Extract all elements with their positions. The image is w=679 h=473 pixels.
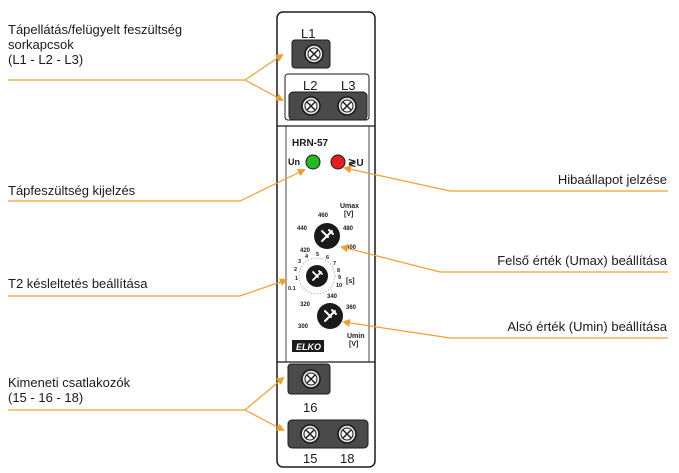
umin-scale-340: 340 [327,294,338,300]
t2-delay-label: T2 késleltetés beállítása [8,276,148,291]
t2-scale-10: 10 [336,283,342,289]
umin-knob[interactable] [317,303,343,329]
screw-18-icon[interactable] [337,424,357,444]
terminal-18-label: 18 [340,451,354,466]
led-fault-label: ≷U [348,158,364,169]
t2-scale-5: 5 [316,252,319,258]
screw-16-icon[interactable] [301,369,321,389]
screw-15-icon[interactable] [300,424,320,444]
callout-t2 [8,278,288,297]
callout-out-15 [244,409,285,431]
supply-terminals-line-1: Tápellátás/felügyelt feszültség [8,22,183,37]
terminal-16-label: 16 [303,400,317,415]
umax-knob[interactable] [314,223,340,249]
upper-value-label: Felső érték (Umax) beállítása [497,253,667,268]
supply-terminals-label: Tápellátás/felügyelt feszültség sorkapcs… [8,22,182,67]
led-un-icon [305,154,321,170]
brand-text: ELKO [296,342,321,352]
callout-l2 [244,79,284,101]
fault-indication-label: Hibaállapot jelzése [557,172,667,187]
umax-scale-600: 600 [346,245,357,251]
led-un-label: Un [288,157,300,167]
callout-umin [342,318,668,339]
t2-scale-8: 8 [337,268,340,274]
supply-terminals-line-2: sorkapcsok [8,37,74,52]
umin-scale-360: 360 [346,305,357,311]
terminal-l3-label: L3 [341,78,355,93]
t2-knob[interactable] [306,265,328,287]
callout-lines [8,53,668,431]
umax-unit-name: Umax [340,203,359,210]
output-terminals-line-1: Kimeneti csatlakozók [8,375,131,390]
model-label: HRN-57 [292,138,329,149]
screw-l1-icon[interactable] [304,44,324,64]
t2-scale-6: 6 [326,255,329,261]
t2-scale-3: 3 [298,259,301,265]
umin-scale-300: 300 [298,324,309,330]
terminal-l1-label: L1 [301,26,315,41]
t2-scale-1: 1 [295,276,298,282]
callout-un [8,169,306,202]
callout-umax [340,244,668,273]
output-terminals-line-2: (15 - 16 - 18) [8,390,84,405]
umax-scale-420: 420 [300,248,311,254]
umin-scale-320: 320 [300,302,311,308]
screw-l3-icon[interactable] [337,96,357,116]
umin-unit: [V] [349,341,358,348]
t2-scale-0-1: 0.1 [288,286,296,292]
elko-logo: ELKO [292,340,324,352]
callout-fault [343,165,668,192]
t2-scale-7: 7 [333,261,336,267]
t2-scale-9: 9 [338,275,341,281]
umax-unit: [V] [344,211,353,218]
supply-terminals-line-3: (L1 - L2 - L3) [8,52,84,67]
t2-scale-2: 2 [294,267,297,273]
umax-scale-440: 440 [297,226,308,232]
t2-unit: [s] [346,278,355,285]
terminal-l2-label: L2 [303,78,317,93]
umax-scale-480: 480 [343,226,354,232]
t2-scale-4: 4 [305,254,309,260]
output-terminals-label: Kimeneti csatlakozók (15 - 16 - 18) [8,375,130,405]
led-fault-icon [330,154,346,170]
callout-out-16 [8,376,285,411]
screw-l2-icon[interactable] [301,96,321,116]
supply-indication-label: Tápfeszültség kijelzés [8,183,136,198]
terminal-15-label: 15 [303,451,317,466]
lower-value-label: Alsó érték (Umin) beállítása [507,319,667,334]
umin-unit-name: Umin [347,333,365,340]
umax-scale-460: 460 [318,213,329,219]
callout-l1 [8,53,284,81]
